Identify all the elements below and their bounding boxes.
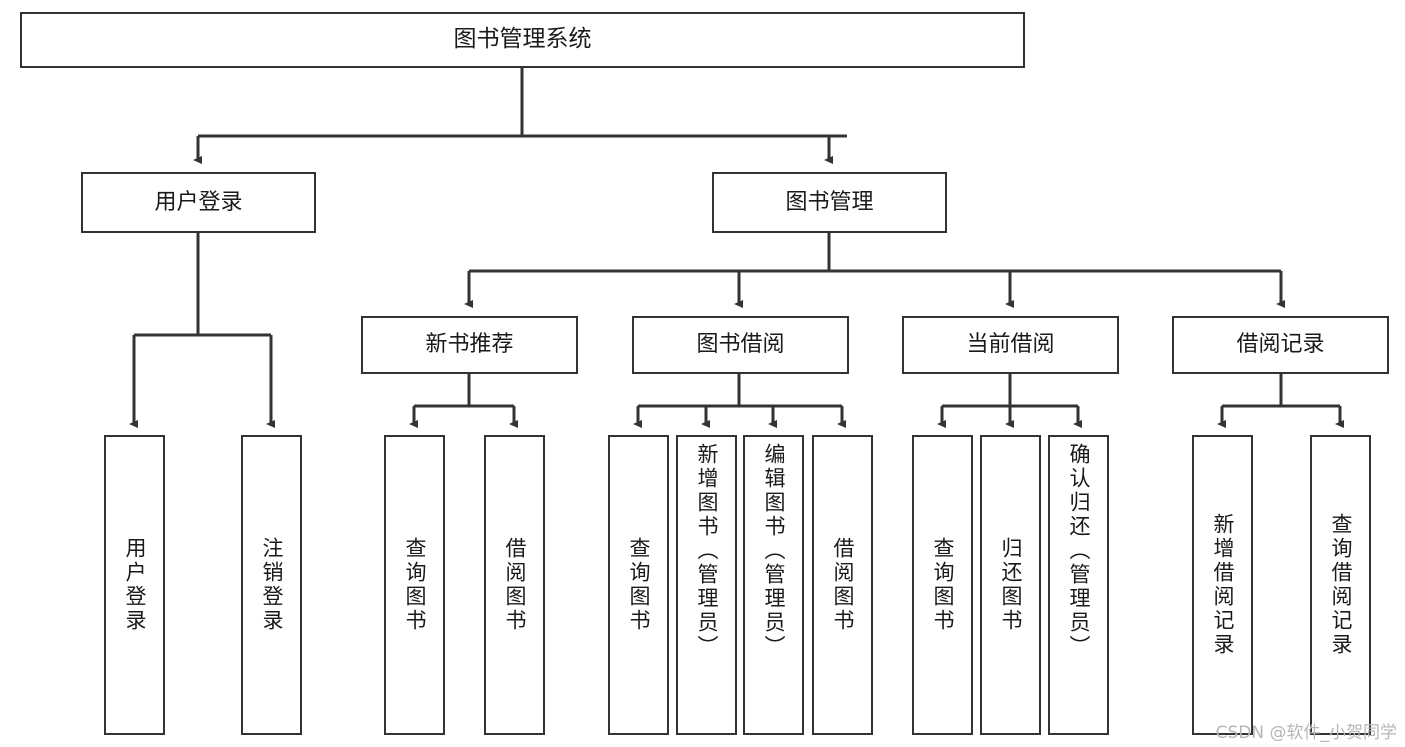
leaf-borrow-book-1[interactable]: 借阅图书 — [484, 435, 545, 735]
node-label: 图书管理系统 — [453, 26, 592, 53]
node-label: 归还图书 — [999, 537, 1023, 633]
node-label: 查询图书 — [627, 537, 651, 633]
node-label: 确认归还（管理员） — [1067, 443, 1091, 659]
leaf-edit-book[interactable]: 编辑图书（管理员） — [743, 435, 804, 735]
node-new-book-recommend[interactable]: 新书推荐 — [361, 316, 578, 374]
node-label: 编辑图书（管理员） — [762, 443, 786, 659]
leaf-query-record[interactable]: 查询借阅记录 — [1310, 435, 1371, 735]
node-label: 查询图书 — [403, 537, 427, 633]
leaf-return-book[interactable]: 归还图书 — [980, 435, 1041, 735]
leaf-user-login[interactable]: 用户登录 — [104, 435, 165, 735]
leaf-query-book-1[interactable]: 查询图书 — [384, 435, 445, 735]
node-label: 图书借阅 — [696, 332, 785, 358]
node-label: 图书管理 — [785, 189, 874, 215]
node-label: 借阅图书 — [831, 537, 855, 633]
node-borrow-record[interactable]: 借阅记录 — [1172, 316, 1389, 374]
leaf-query-book-3[interactable]: 查询图书 — [912, 435, 973, 735]
node-label: 新增借阅记录 — [1211, 513, 1235, 657]
leaf-logout[interactable]: 注销登录 — [241, 435, 302, 735]
node-label: 当前借阅 — [966, 332, 1055, 358]
watermark: CSDN @软件_小贺同学 — [1215, 723, 1397, 743]
leaf-confirm-return[interactable]: 确认归还（管理员） — [1048, 435, 1109, 735]
node-root-system[interactable]: 图书管理系统 — [20, 12, 1025, 68]
node-label: 新书推荐 — [425, 332, 514, 358]
node-label: 查询图书 — [931, 537, 955, 633]
node-label: 用户登录 — [154, 189, 243, 215]
node-current-borrow[interactable]: 当前借阅 — [902, 316, 1119, 374]
node-label: 借阅记录 — [1236, 332, 1325, 358]
node-label: 查询借阅记录 — [1329, 513, 1353, 657]
node-label: 用户登录 — [123, 537, 147, 633]
node-label: 注销登录 — [260, 537, 284, 633]
node-book-borrow[interactable]: 图书借阅 — [632, 316, 849, 374]
node-user-login[interactable]: 用户登录 — [81, 172, 316, 233]
node-label: 新增图书（管理员） — [695, 443, 719, 659]
node-book-management[interactable]: 图书管理 — [712, 172, 947, 233]
leaf-add-book[interactable]: 新增图书（管理员） — [676, 435, 737, 735]
leaf-query-book-2[interactable]: 查询图书 — [608, 435, 669, 735]
node-label: 借阅图书 — [503, 537, 527, 633]
leaf-add-record[interactable]: 新增借阅记录 — [1192, 435, 1253, 735]
leaf-borrow-book-2[interactable]: 借阅图书 — [812, 435, 873, 735]
